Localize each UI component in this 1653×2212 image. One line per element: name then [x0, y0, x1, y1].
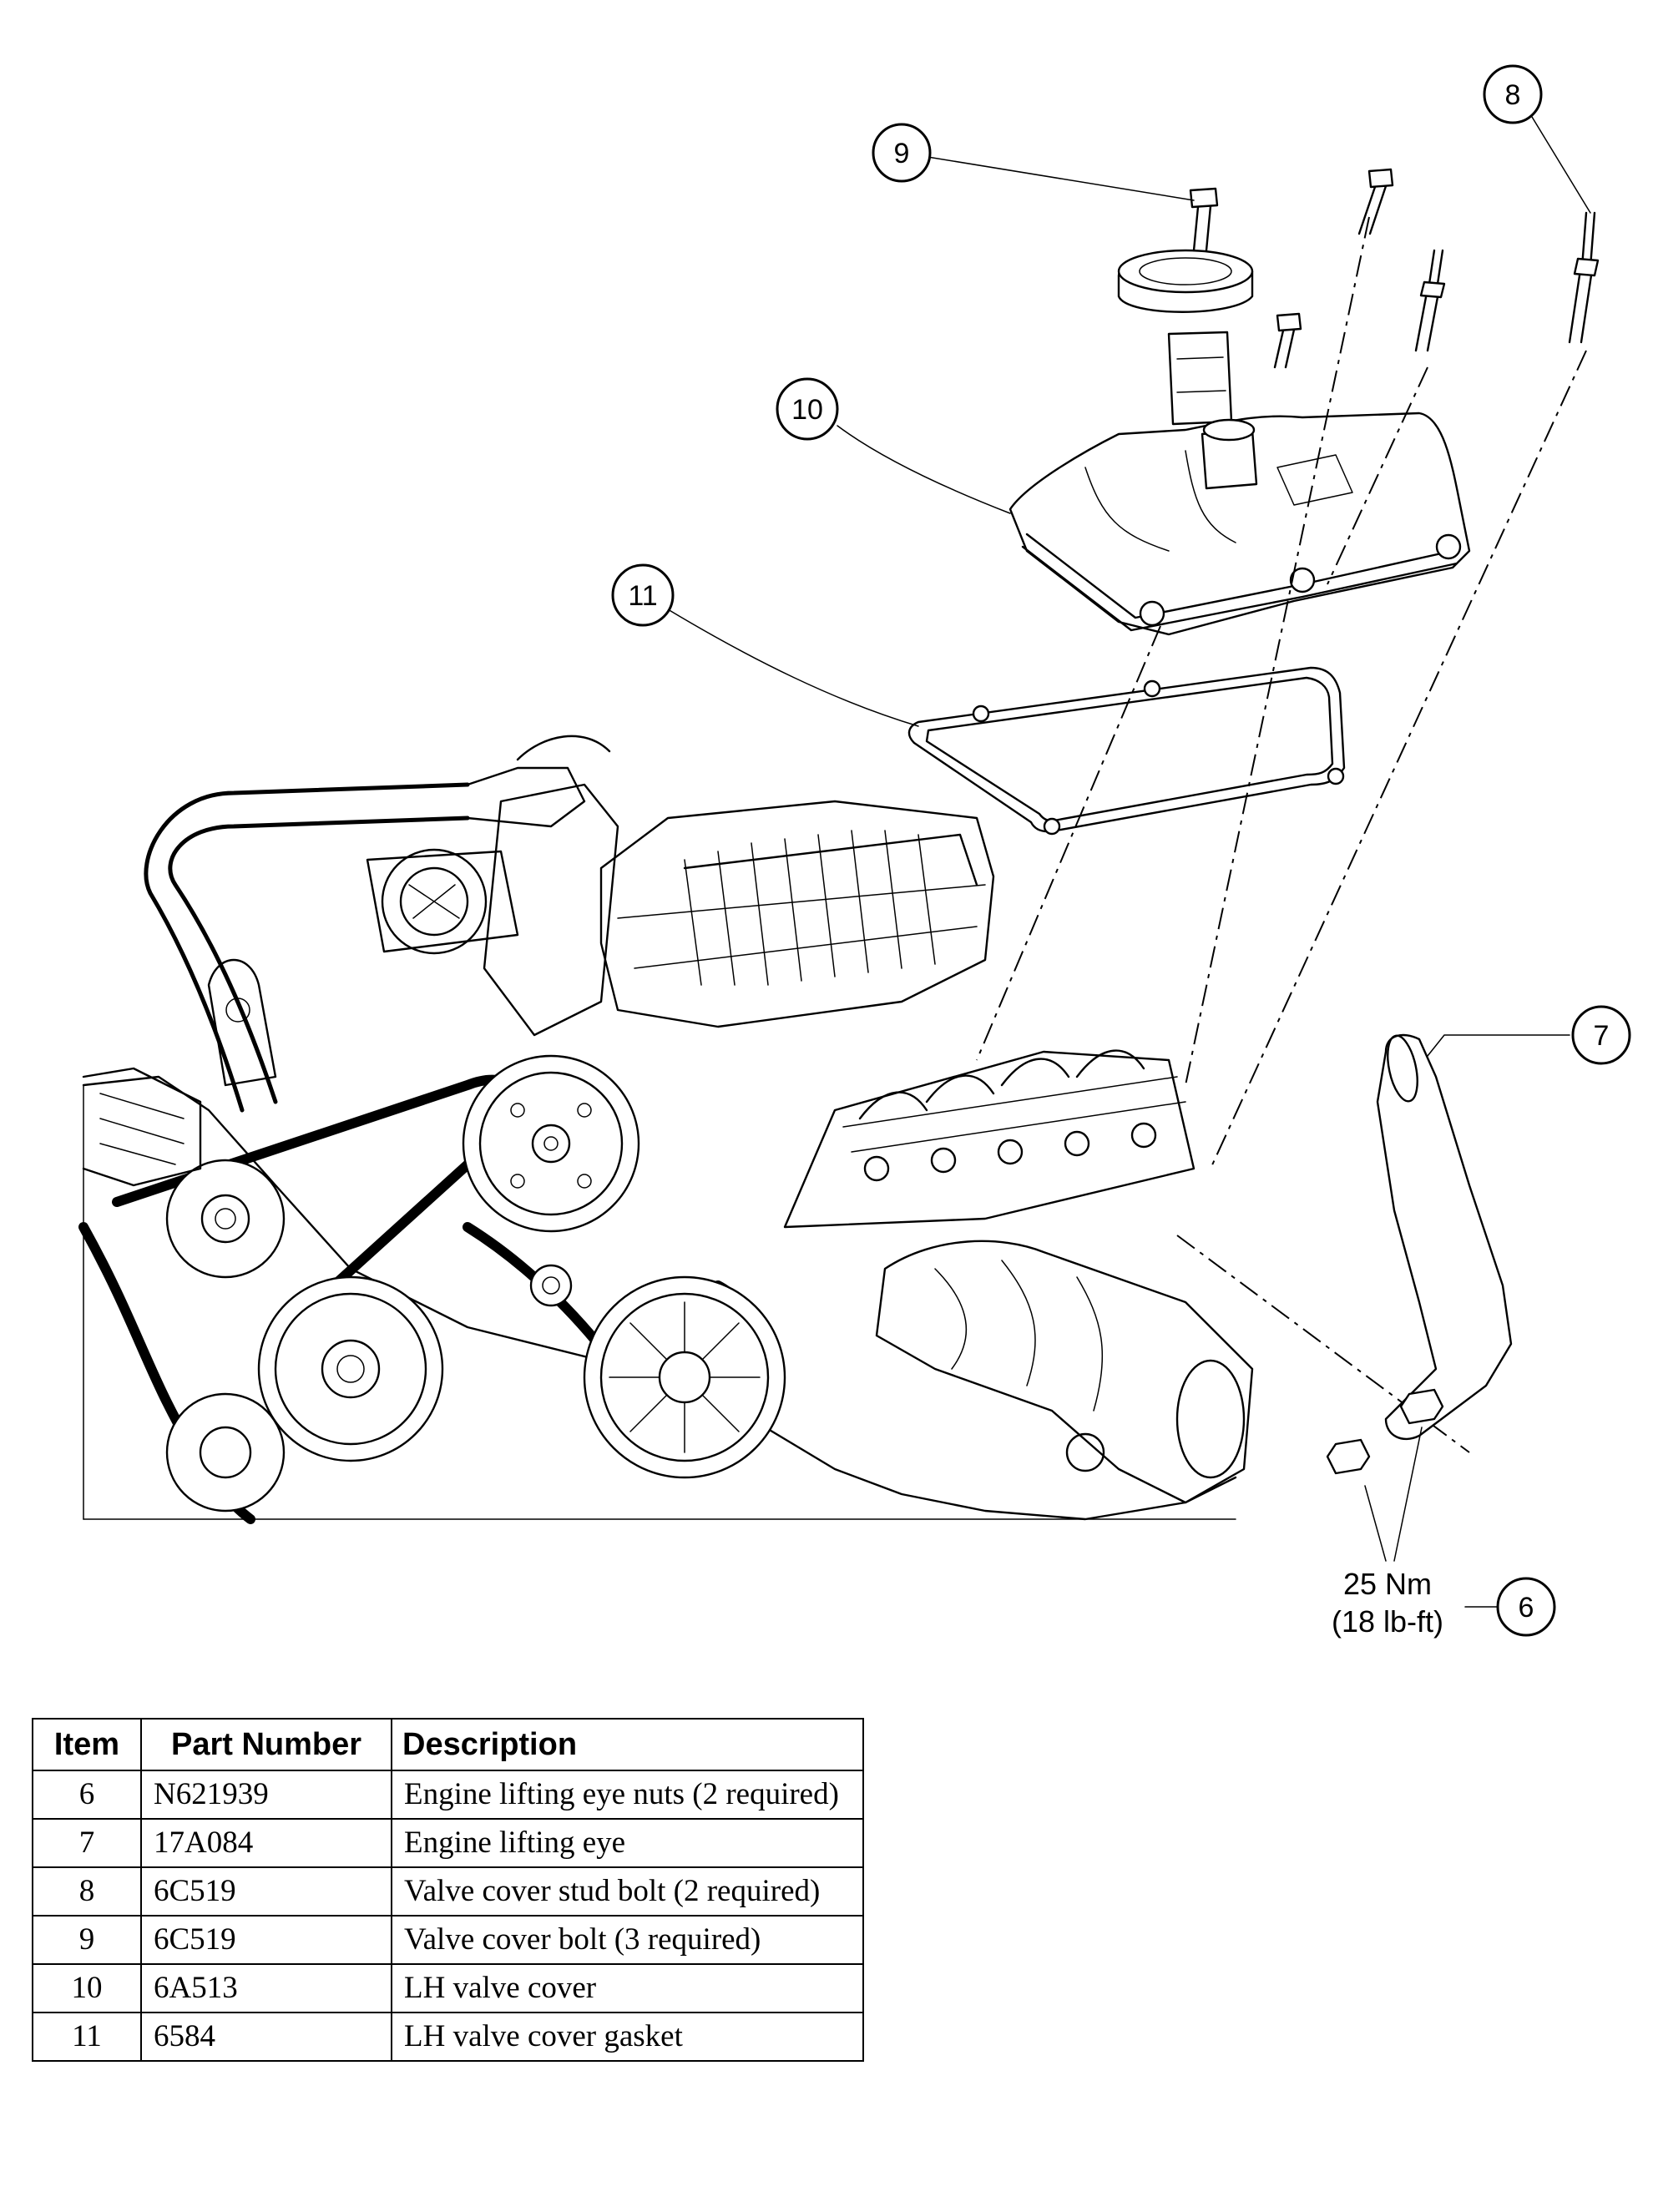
row-part-number: 6C519	[140, 1866, 392, 1917]
lh-valve-cover	[1008, 249, 1471, 636]
row-description: LH valve cover	[391, 1963, 864, 2013]
row-item: 11	[32, 2012, 142, 2062]
callout-10-label: 10	[791, 394, 823, 426]
callout-6: 6	[1496, 1577, 1556, 1637]
torque-lbft: (18 lb-ft)	[1332, 1604, 1443, 1639]
idler-pulley	[165, 1159, 286, 1279]
table-row: 10 6A513 LH valve cover	[32, 1963, 864, 2013]
row-description: Valve cover bolt (3 required)	[391, 1915, 864, 1965]
table-row: 7 17A084 Engine lifting eye	[32, 1818, 864, 1868]
row-part-number: N621939	[140, 1770, 392, 1820]
row-item: 8	[32, 1866, 142, 1917]
header-description: Description	[391, 1718, 864, 1771]
torque-spec: 25 Nm (18 lb-ft)	[1332, 1567, 1443, 1639]
row-description: Valve cover stud bolt (2 required)	[391, 1866, 864, 1917]
table-row: 9 6C519 Valve cover bolt (3 required)	[32, 1915, 864, 1965]
row-part-number: 6A513	[140, 1963, 392, 2013]
table-header-row: Item Part Number Description	[32, 1718, 864, 1771]
alignment-lines	[976, 216, 1587, 1453]
callout-8: 8	[1483, 64, 1543, 124]
row-description: LH valve cover gasket	[391, 2012, 864, 2062]
row-part-number: 6C519	[140, 1915, 392, 1965]
callout-9-label: 9	[894, 138, 910, 169]
callout-7-label: 7	[1594, 1020, 1610, 1052]
parts-table: Item Part Number Description 6 N621939 E…	[32, 1718, 864, 2062]
valve-cover-bolts	[1189, 168, 1394, 369]
table-row: 8 6C519 Valve cover stud bolt (2 require…	[32, 1866, 864, 1917]
callout-8-label: 8	[1505, 79, 1521, 111]
exhaust-manifold	[875, 1240, 1254, 1504]
header-part-number: Part Number	[140, 1718, 392, 1771]
table-row: 11 6584 LH valve cover gasket	[32, 2012, 864, 2062]
callout-7: 7	[1571, 1005, 1631, 1065]
row-item: 10	[32, 1963, 142, 2013]
row-description: Engine lifting eye	[391, 1818, 864, 1868]
lh-valve-cover-gasket	[907, 666, 1346, 836]
row-item: 9	[32, 1915, 142, 1965]
torque-nm: 25 Nm	[1343, 1567, 1432, 1601]
water-pump-pulley	[257, 1275, 444, 1462]
callout-10: 10	[776, 377, 839, 441]
valve-cover-stud-bolts	[1414, 211, 1600, 352]
row-description: Engine lifting eye nuts (2 required)	[391, 1770, 864, 1820]
callout-9: 9	[872, 123, 932, 183]
row-item: 6	[32, 1770, 142, 1820]
callout-11-label: 11	[628, 580, 657, 612]
row-item: 7	[32, 1818, 142, 1868]
header-item: Item	[32, 1718, 142, 1771]
leader-lines	[667, 116, 1591, 1608]
engine-lifting-eye	[1376, 1033, 1513, 1441]
table-row: 6 N621939 Engine lifting eye nuts (2 req…	[32, 1770, 864, 1820]
row-part-number: 6584	[140, 2012, 392, 2062]
engine-lifting-eye-nuts	[1326, 1388, 1444, 1475]
ac-compressor-pulley	[462, 1054, 640, 1233]
row-part-number: 17A084	[140, 1818, 392, 1868]
callout-11: 11	[611, 563, 675, 627]
engine-assembly	[78, 735, 1254, 1524]
exploded-view-diagram: 9 8 10 11 7 6 25 Nm (18 lb-ft)	[78, 64, 1631, 1639]
callout-6-label: 6	[1519, 1592, 1534, 1624]
